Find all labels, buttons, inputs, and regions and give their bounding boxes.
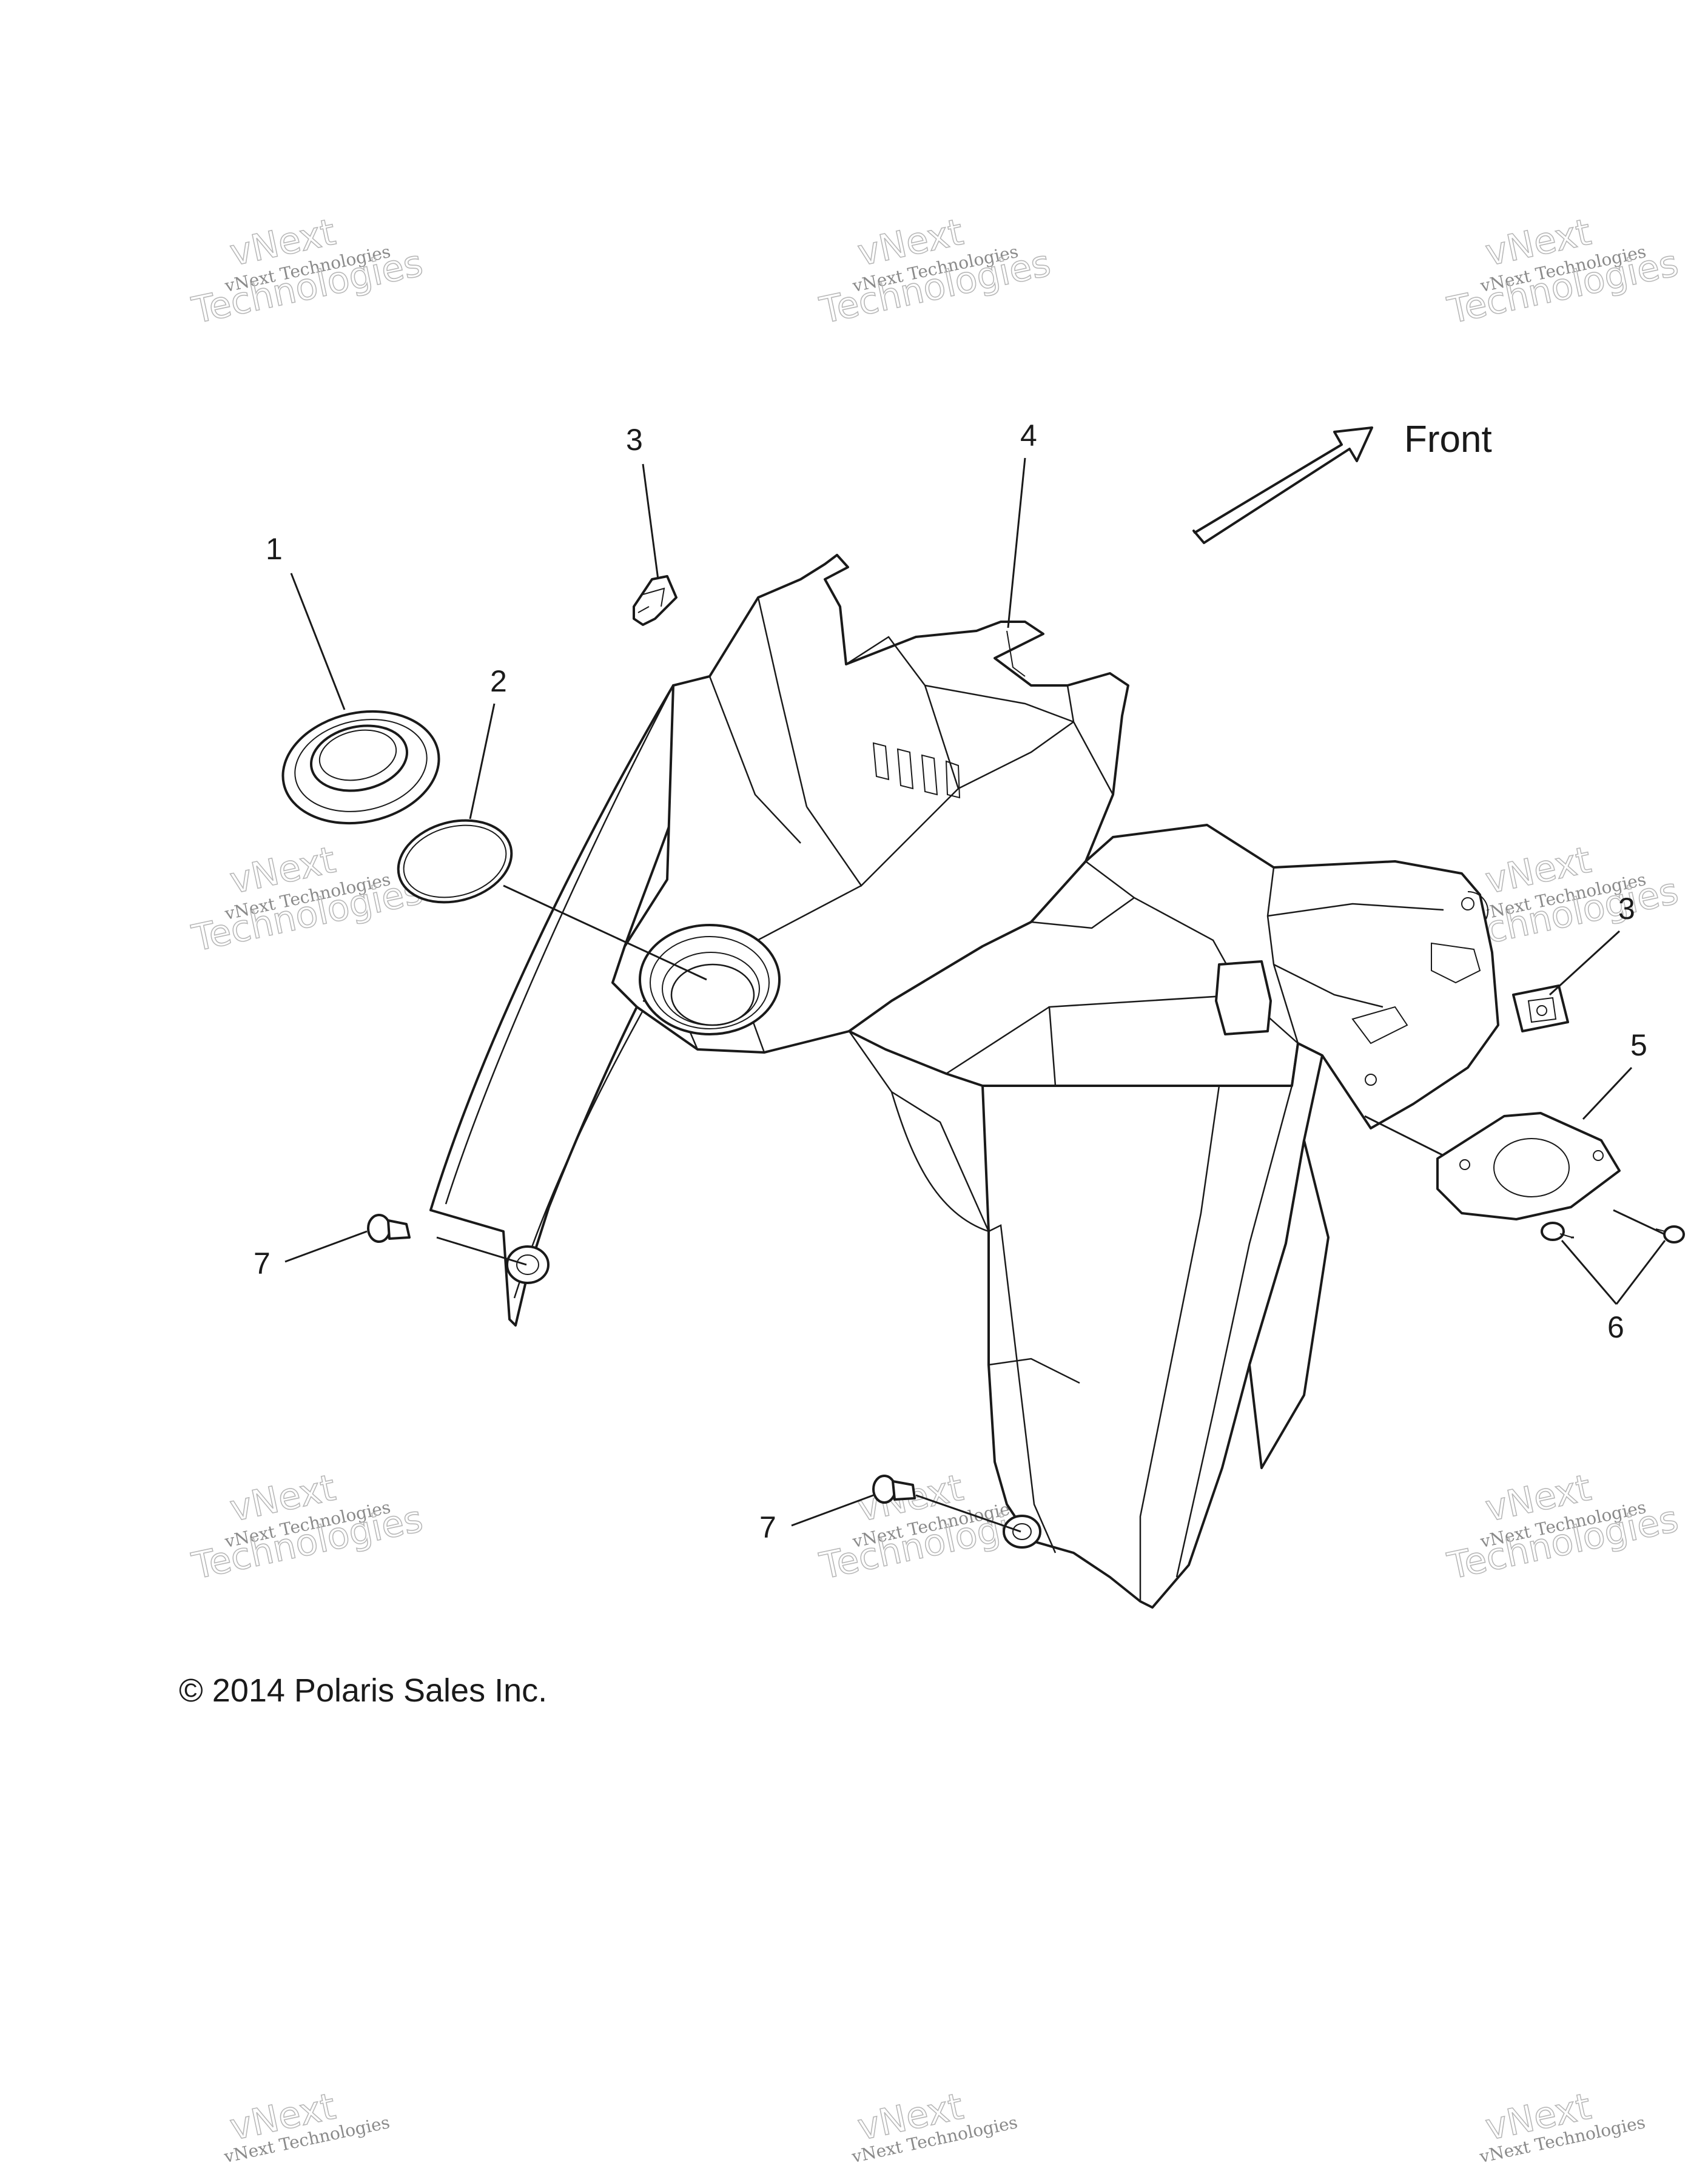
watermark: vNext vNext Technologies Technologies [816,210,1055,333]
callout-1: 1 [266,532,283,566]
callout-7-left: 7 [254,1247,271,1281]
left-mount-hole [506,1245,550,1284]
part-3-clip-top [633,575,677,626]
front-fender [981,1042,1323,1609]
watermark: vNext vNext Technologies Technologies [1444,210,1683,333]
copyright-notice: © 2014 Polaris Sales Inc. [179,1672,547,1709]
part-3-clip-right [1512,984,1569,1032]
watermark: vNext vNext Technologies Technologies [1444,1466,1683,1589]
vent-grille [872,742,961,799]
part-7-rivet-left [367,1214,411,1243]
right-shroud [848,824,1499,1129]
watermark: vNext vNext Technologies Technologies [188,210,427,333]
front-label: Front [1404,419,1492,460]
hood-panel [429,554,1499,1609]
watermark: vNext vNext Technologies Technologies [188,1466,427,1589]
part-7-rivet-lower [872,1475,916,1504]
callout-7-lower: 7 [759,1510,776,1544]
watermark: vNext vNext Technologies [222,2085,392,2167]
watermark: vNext vNext Technologies Technologies [188,838,427,961]
part-2-o-ring [397,819,513,904]
part-4-tab [1006,630,1026,677]
front-arrow-icon [1192,426,1373,544]
leader-lines [284,457,1666,1533]
part-6-screw-left [1541,1222,1573,1241]
center-tower [611,554,1129,1054]
inner-liner [1248,1139,1330,1469]
callout-3-top: 3 [626,423,643,457]
watermark: vNext vNext Technologies [1478,2085,1647,2167]
callout-6: 6 [1607,1310,1624,1344]
callout-2: 2 [490,664,507,698]
lower-mount-hole [1003,1515,1041,1549]
part-5-cover-plate [1436,1112,1621,1220]
fuel-filler-neck [639,924,781,1035]
callout-labels: 1 2 3 4 3 5 6 7 7 [254,419,1647,1544]
callout-4: 4 [1020,419,1037,453]
callout-5: 5 [1630,1028,1647,1062]
callout-3-right: 3 [1618,892,1635,926]
part-1-filler-cap [281,710,440,825]
side-block [1215,960,1272,1035]
part-6-screw-right [1655,1225,1685,1243]
watermark: vNext vNext Technologies [850,2085,1020,2167]
